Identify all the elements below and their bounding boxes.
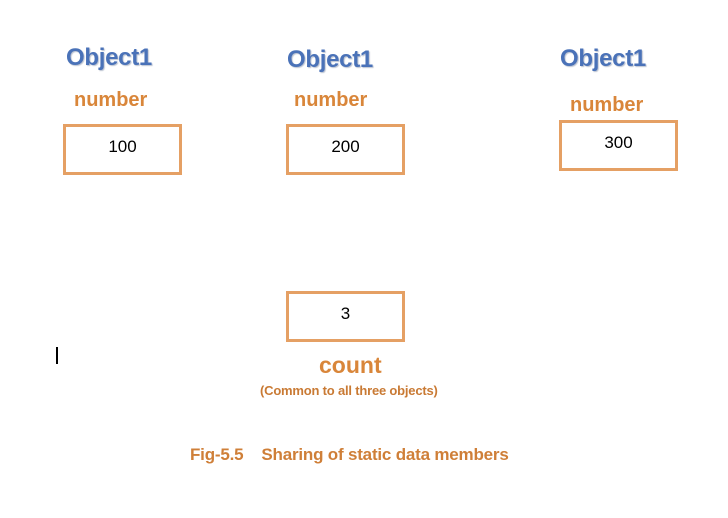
- number-value-3: 300: [604, 132, 633, 152]
- object-title-3: Object1: [560, 45, 646, 72]
- number-value-2: 200: [331, 136, 360, 156]
- figure-title: Sharing of static data members: [261, 445, 509, 464]
- figure-number: Fig-5.5: [190, 445, 244, 464]
- number-box-2: 200: [286, 124, 405, 175]
- number-value-1: 100: [108, 136, 137, 156]
- count-label: count: [319, 352, 382, 378]
- number-label-1: number: [74, 89, 148, 111]
- number-label-3: number: [570, 94, 644, 116]
- object-title-2: Object1: [287, 46, 373, 73]
- object-title-1: Object1: [66, 44, 152, 71]
- count-note: (Common to all three objects): [260, 383, 438, 398]
- count-box: 3: [286, 291, 405, 342]
- text-cursor: [56, 347, 58, 364]
- number-label-2: number: [294, 89, 368, 111]
- count-value: 3: [340, 303, 351, 323]
- figure-caption: Fig-5.5 Sharing of static data members: [190, 445, 509, 465]
- number-box-3: 300: [559, 120, 678, 171]
- number-box-1: 100: [63, 124, 182, 175]
